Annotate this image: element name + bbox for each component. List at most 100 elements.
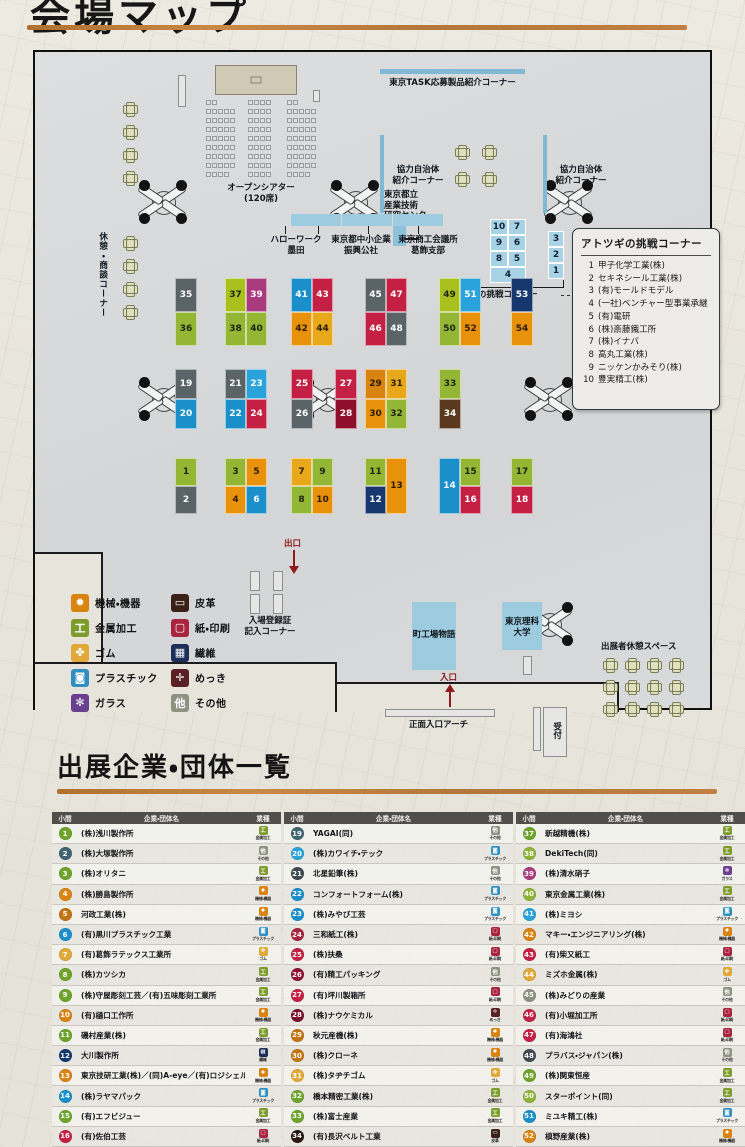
booth-35[interactable]: 35 [175, 278, 197, 312]
booth-38[interactable]: 38 [225, 312, 246, 346]
booth-20[interactable]: 20 [175, 399, 197, 429]
booth-2[interactable]: 2 [175, 486, 197, 514]
table-row[interactable]: 49(株)関東恒産工金属加工 [516, 1066, 745, 1087]
booth-26[interactable]: 26 [291, 399, 313, 429]
booth-53[interactable]: 53 [511, 278, 533, 312]
booth-44[interactable]: 44 [312, 312, 333, 346]
table-row[interactable]: 6(有)黒川プラスチック工業◙プラスチック [52, 924, 281, 946]
booth-45[interactable]: 45 [365, 278, 386, 312]
table-row[interactable]: 15(有)エフビジュー工金属加工 [52, 1106, 281, 1127]
table-row[interactable]: 16(有)佐伯工芸▢紙・印刷 [52, 1126, 281, 1147]
booth-27[interactable]: 27 [335, 369, 357, 399]
table-row[interactable]: 8(株)カツシカ工金属加工 [52, 965, 281, 986]
table-row[interactable]: 43(有)柴又紙工▢紙・印刷 [516, 945, 745, 966]
table-row[interactable]: 27(有)坪川製箱所▢紙・印刷 [284, 985, 513, 1006]
booth-17[interactable]: 17 [511, 458, 533, 486]
booth-16[interactable]: 16 [460, 486, 481, 514]
booth-54[interactable]: 54 [511, 312, 533, 346]
booth-43[interactable]: 43 [312, 278, 333, 312]
table-row[interactable]: 20(株)カワイチ・テック◙プラスチック [284, 844, 513, 865]
booth-18[interactable]: 18 [511, 486, 533, 514]
booth-1[interactable]: 1 [175, 458, 197, 486]
table-row[interactable]: 26(有)精工パッキング他その他 [284, 965, 513, 986]
booth-4[interactable]: 4 [225, 486, 246, 514]
booth-14[interactable]: 14 [439, 458, 460, 514]
booth-6[interactable]: 6 [246, 486, 267, 514]
booth-42[interactable]: 42 [291, 312, 312, 346]
booth-25[interactable]: 25 [291, 369, 313, 399]
table-row[interactable]: 25(株)扶桑▢紙・印刷 [284, 945, 513, 966]
booth-22[interactable]: 22 [225, 399, 246, 429]
booth-34[interactable]: 34 [439, 399, 461, 429]
table-row[interactable]: 30(株)クローネ✹機械・機器 [284, 1046, 513, 1067]
booth-5[interactable]: 5 [246, 458, 267, 486]
table-row[interactable]: 4(株)勝島製作所✹機械・機器 [52, 884, 281, 905]
table-row[interactable]: 46(有)小堀加工所▢紙・印刷 [516, 1005, 745, 1026]
booth-52[interactable]: 52 [460, 312, 481, 346]
table-row[interactable]: 31(株)タヂチゴム✤ゴム [284, 1066, 513, 1087]
booth-48[interactable]: 48 [386, 312, 407, 346]
table-row[interactable]: 1(株)浅川製作所工金属加工 [52, 824, 281, 845]
booth-36[interactable]: 36 [175, 312, 197, 346]
table-row[interactable]: 33(株)富士産業工金属加工 [284, 1106, 513, 1127]
booth-8[interactable]: 8 [291, 486, 312, 514]
booth-41[interactable]: 41 [291, 278, 312, 312]
table-row[interactable]: 34(有)長沢ベルト工業▭皮革 [284, 1126, 513, 1147]
booth-39[interactable]: 39 [246, 278, 267, 312]
table-row[interactable]: 10(有)樋口工作所✹機械・機器 [52, 1005, 281, 1026]
booth-10[interactable]: 10 [312, 486, 333, 514]
table-row[interactable]: 47(有)海鴻社▢紙・印刷 [516, 1025, 745, 1047]
booth-11[interactable]: 11 [365, 458, 386, 486]
booth-3[interactable]: 3 [225, 458, 246, 486]
booth-13[interactable]: 13 [386, 458, 407, 514]
table-row[interactable]: 28(株)ナウケミカル✛めっき [284, 1005, 513, 1026]
booth-37[interactable]: 37 [225, 278, 246, 312]
booth-33[interactable]: 33 [439, 369, 461, 399]
table-row[interactable]: 9(株)守屋彫刻工芸／(有)五味彫刻工業所工金属加工 [52, 985, 281, 1006]
booth-49[interactable]: 49 [439, 278, 460, 312]
booth-31[interactable]: 31 [386, 369, 407, 399]
table-row[interactable]: 14(株)ラヤマパック◙プラスチック [52, 1086, 281, 1107]
table-row[interactable]: 3(株)オリタニ工金属加工 [52, 864, 281, 885]
table-row[interactable]: 39(株)清水硝子✻ガラス [516, 864, 745, 885]
booth-15[interactable]: 15 [460, 458, 481, 486]
booth-30[interactable]: 30 [365, 399, 386, 429]
booth-51[interactable]: 51 [460, 278, 481, 312]
table-row[interactable]: 45(株)みどりの産業他その他 [516, 985, 745, 1006]
booth-50[interactable]: 50 [439, 312, 460, 346]
booth-28[interactable]: 28 [335, 399, 357, 429]
table-row[interactable]: 2(株)大塚製作所他その他 [52, 844, 281, 865]
booth-40[interactable]: 40 [246, 312, 267, 346]
table-row[interactable]: 7(有)葛飾ラテックス工業所✤ゴム [52, 945, 281, 966]
booth-47[interactable]: 47 [386, 278, 407, 312]
booth-7[interactable]: 7 [291, 458, 312, 486]
booth-32[interactable]: 32 [386, 399, 407, 429]
booth-29[interactable]: 29 [365, 369, 386, 399]
booth-23[interactable]: 23 [246, 369, 267, 399]
booth-9[interactable]: 9 [312, 458, 333, 486]
booth-46[interactable]: 46 [365, 312, 386, 346]
booth-24[interactable]: 24 [246, 399, 267, 429]
booth-19[interactable]: 19 [175, 369, 197, 399]
booth-21[interactable]: 21 [225, 369, 246, 399]
table-row[interactable]: 23(株)みやび工芸◙プラスチック [284, 904, 513, 925]
table-row[interactable]: 41(株)ミヨシ◙プラスチック [516, 904, 745, 925]
